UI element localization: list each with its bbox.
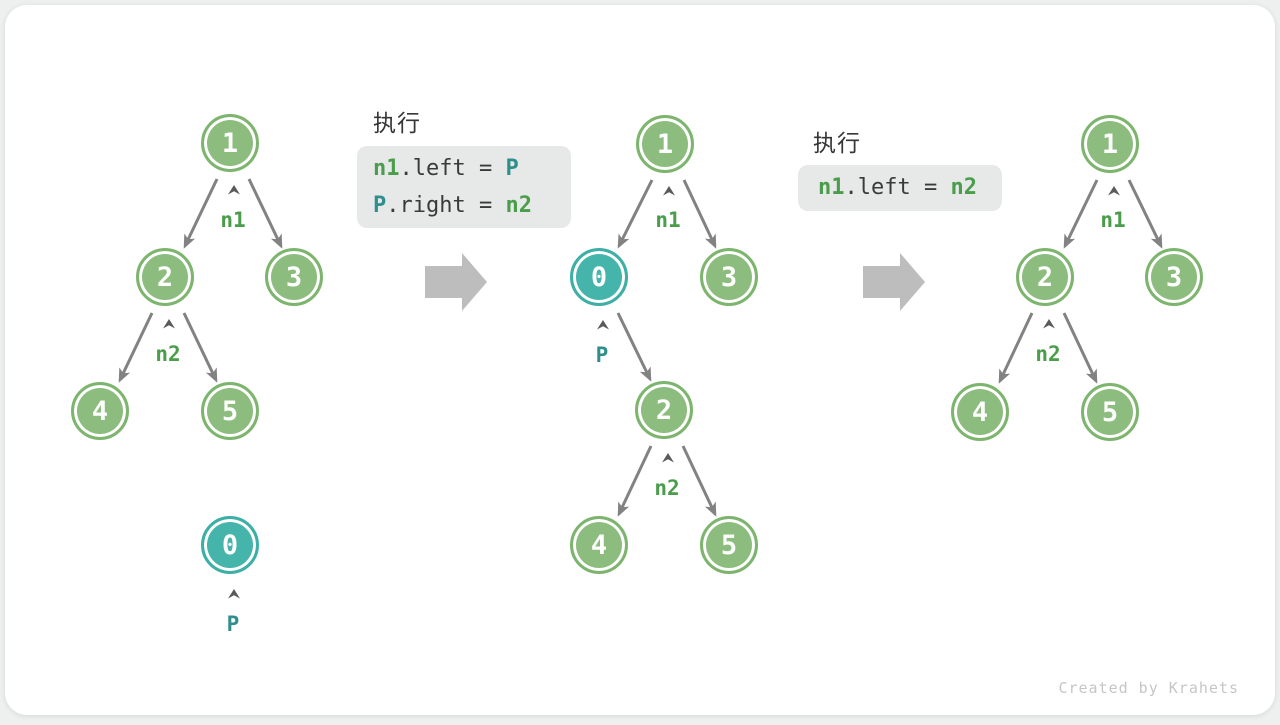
code-token-p: P (373, 193, 387, 218)
tree1-node-3: 3 (265, 248, 323, 306)
pointer-caret-icon (1043, 319, 1055, 329)
tree2-label-n1: n1 (655, 208, 681, 232)
tree1-node-p0: 0 (201, 516, 259, 574)
code-token-n2: n2 (505, 193, 532, 218)
tree3-label-n1: n1 (1100, 208, 1126, 232)
tree2-node-1: 1 (636, 115, 694, 173)
code-block-2: n1.left = n2 (798, 165, 1002, 211)
tree2-node-p0: 0 (570, 248, 628, 306)
tree1-node-4: 4 (71, 382, 129, 440)
pointer-caret-icon (163, 319, 175, 329)
exec-title-1: 执行 (373, 111, 421, 137)
tree2-label-p: P (595, 343, 609, 367)
watermark-credit: Created by Krahets (1058, 679, 1239, 697)
tree1-node-1: 1 (201, 114, 259, 172)
code-line: P.right = n2 (373, 187, 555, 224)
tree3-node-2: 2 (1016, 248, 1074, 306)
tree2-node-4: 4 (570, 516, 628, 574)
tree2-node-5: 5 (700, 516, 758, 574)
pointer-caret-icon (1108, 186, 1120, 196)
code-token: .left = (399, 156, 506, 181)
pointer-caret-icon (597, 320, 609, 330)
pointer-caret-icon (662, 453, 674, 463)
tree2-node-3: 3 (700, 248, 758, 306)
transition-arrow-icon (863, 253, 925, 311)
tree1-node-5: 5 (201, 382, 259, 440)
tree2-node-2: 2 (635, 381, 693, 439)
code-line: n1.left = P (373, 150, 555, 187)
code-line: n1.left = n2 (818, 169, 982, 206)
tree2-label-n2: n2 (654, 476, 680, 500)
tree1-label-n2: n2 (155, 342, 181, 366)
code-token-n1: n1 (818, 175, 845, 200)
tree3-node-3: 3 (1145, 248, 1203, 306)
code-token-n2: n2 (950, 175, 977, 200)
code-token-n1: n1 (373, 156, 400, 181)
code-block-1: n1.left = P P.right = n2 (357, 146, 571, 228)
code-token: .right = (386, 193, 506, 218)
tree1-node-2: 2 (136, 248, 194, 306)
transition-arrow-icon (425, 253, 487, 311)
tree3-node-1: 1 (1081, 115, 1139, 173)
tree1-label-n1: n1 (220, 208, 246, 232)
tree1-label-p: P (226, 612, 240, 636)
pointer-caret-icon (228, 185, 240, 195)
code-token-p: P (505, 156, 519, 181)
tree3-node-5: 5 (1081, 383, 1139, 441)
diagram-canvas: 1 2 3 4 5 0 n1 n2 P 执行 n1.left = P P.rig… (5, 5, 1275, 715)
pointer-caret-icon (663, 186, 675, 196)
exec-title-2: 执行 (813, 131, 861, 157)
tree3-node-4: 4 (951, 383, 1009, 441)
pointer-caret-icon (228, 589, 240, 599)
code-token: .left = (844, 175, 951, 200)
tree3-label-n2: n2 (1035, 342, 1061, 366)
